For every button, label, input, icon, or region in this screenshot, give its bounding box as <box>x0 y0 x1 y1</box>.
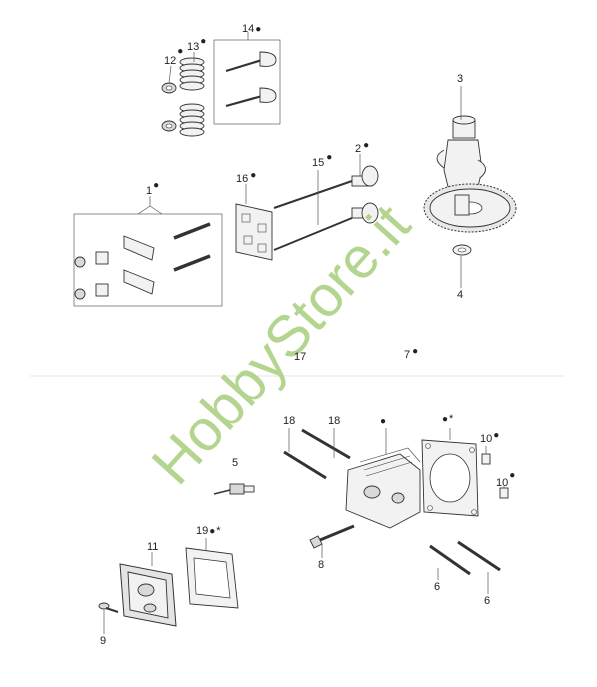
dot-marker: ● <box>200 36 206 47</box>
part-15-push-rods[interactable] <box>273 180 353 251</box>
part-number-label: 5 <box>232 457 238 469</box>
part-10-dowels[interactable] <box>481 453 509 499</box>
dot-marker: ● <box>493 430 499 441</box>
part-6-studs[interactable] <box>429 540 501 576</box>
part-number-label: ●* <box>442 413 454 425</box>
part-8-bolt[interactable] <box>309 524 355 549</box>
part-number-label: 19●* <box>196 525 221 537</box>
part-9-bolt[interactable] <box>98 602 119 613</box>
part-number-label: 13● <box>187 36 206 53</box>
part-labels: 14● 13● 12● 3 2● 15● 16● 1● 4 17 7● 18 1… <box>100 23 515 647</box>
dot-marker: ● <box>326 152 332 163</box>
dot-marker: ● <box>380 416 386 427</box>
dot-marker: ● <box>209 526 215 537</box>
dot-marker: ● <box>255 24 261 35</box>
part-1-rocker-kit[interactable] <box>73 213 223 307</box>
part-number-label: 8 <box>318 559 324 571</box>
part-number-label: 17 <box>294 351 306 363</box>
part-2-tappets[interactable] <box>351 165 379 224</box>
part-number-label: 10● <box>496 470 515 489</box>
head-gasket[interactable] <box>421 439 479 517</box>
part-number-label: ● <box>380 416 386 427</box>
dot-marker: ● <box>412 346 418 357</box>
cylinder-head[interactable] <box>345 447 421 529</box>
part-number-label: 12● <box>164 46 183 67</box>
part-number-label: 11 <box>147 541 158 553</box>
part-18-studs[interactable] <box>283 428 351 480</box>
watermark-text: HobbyStore.it <box>139 192 422 497</box>
part-number-label: 9 <box>100 635 106 647</box>
part-13-valve-springs[interactable] <box>179 57 205 137</box>
dot-marker: ● <box>509 470 515 481</box>
star-marker: * <box>216 525 221 537</box>
star-marker: * <box>449 413 454 425</box>
part-number-label: 10● <box>480 430 499 445</box>
part-number-label: 14● <box>242 23 261 35</box>
part-4-washer[interactable] <box>452 244 472 256</box>
part-19-cover-gasket[interactable] <box>185 547 239 609</box>
part-number-label: 18 <box>328 415 340 427</box>
part-number-label: 3 <box>457 73 463 85</box>
part-14-valves[interactable] <box>213 39 281 125</box>
part-5-spark-plug[interactable] <box>213 483 255 495</box>
part-number-label: 16● <box>236 170 256 185</box>
part-11-rocker-cover[interactable] <box>119 563 177 627</box>
dot-marker: ● <box>250 170 256 181</box>
part-16-guide-plate[interactable] <box>235 203 273 261</box>
part-number-label: 2● <box>355 140 369 155</box>
part-number-label: 7● <box>404 346 418 361</box>
dot-marker: ● <box>153 180 159 191</box>
leader-lines <box>103 32 505 634</box>
part-number-label: 6 <box>484 595 490 607</box>
part-number-label: 4 <box>457 289 463 301</box>
part-3-camshaft[interactable] <box>423 115 517 233</box>
part-number-label: 15● <box>312 152 332 169</box>
part-number-label: 6 <box>434 581 440 593</box>
part-12-retainers[interactable] <box>161 82 177 132</box>
dot-marker: ● <box>442 414 448 425</box>
part-number-label: 18 <box>283 415 295 427</box>
dot-marker: ● <box>363 140 369 151</box>
part-number-label: 1● <box>146 180 159 197</box>
dot-marker: ● <box>177 46 183 57</box>
